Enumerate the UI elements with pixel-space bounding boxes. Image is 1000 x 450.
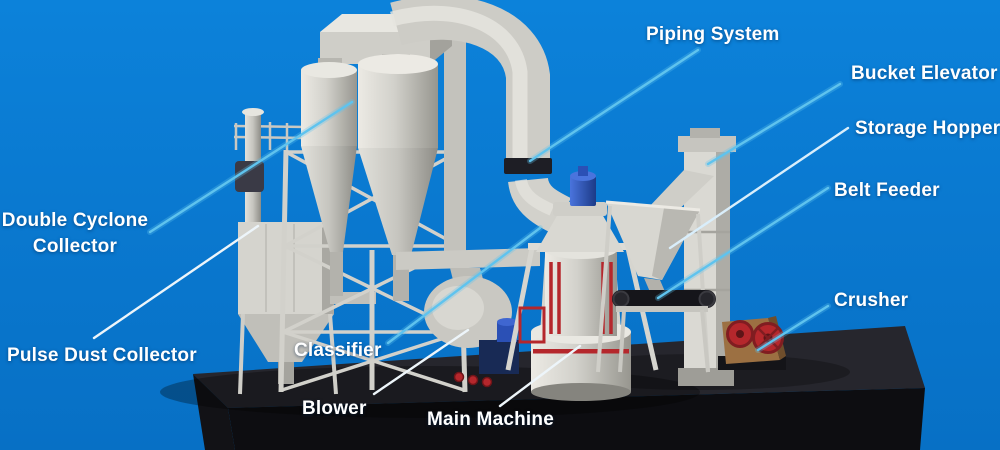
leader-piping-system [528, 48, 700, 163]
leader-crusher [756, 304, 830, 352]
cyclone-left-cone [301, 146, 357, 252]
leader-bucket-elevator [706, 82, 842, 166]
label-main-machine: Main Machine [427, 409, 554, 430]
classifier-motor [570, 176, 596, 206]
label-pulse-dust-collector: Pulse Dust Collector [7, 345, 197, 366]
pulse-collector-body [238, 222, 322, 314]
pipe-clamp-band [504, 158, 552, 174]
belt-feeder-unit [612, 290, 716, 373]
leader-classifier [386, 226, 542, 345]
classifier-cone [536, 214, 624, 252]
label-double-cyclone-collector: Double Cyclone Collector [1, 210, 149, 257]
elevator-chute [648, 170, 714, 216]
leader-lines [92, 47, 850, 408]
leader-storage-hopper [668, 126, 850, 250]
leader-double-cyclone [148, 100, 354, 234]
leader-belt-feeder [656, 186, 830, 300]
label-bucket-elevator: Bucket Elevator [851, 63, 998, 84]
label-classifier: Classifier [294, 340, 382, 361]
label-belt-feeder: Belt Feeder [834, 180, 940, 201]
cyclone-left-body [301, 70, 357, 146]
label-storage-hopper: Storage Hopper [855, 118, 1000, 139]
return-air-duct [396, 248, 540, 270]
red-valves [453, 371, 493, 388]
leader-blower [372, 328, 470, 396]
elevator-head [678, 136, 736, 152]
label-piping-system: Piping System [646, 24, 780, 45]
cyclone-right-body [358, 64, 438, 148]
cyclone-down-duct [444, 36, 466, 258]
crusher-flywheel [726, 320, 784, 354]
piping-system-pipes [390, 0, 571, 292]
crusher-unit [718, 316, 786, 370]
blower-unit [424, 276, 519, 374]
leader-main-machine [498, 344, 582, 408]
label-crusher: Crusher [834, 290, 909, 311]
pulse-collector-hopper [238, 314, 334, 362]
label-blower: Blower [302, 398, 367, 419]
leader-pulse-dust [92, 224, 260, 340]
feeder-belt [612, 290, 716, 308]
cyclone-right-cone [358, 148, 438, 255]
pulse-valve-fitting [235, 161, 264, 192]
